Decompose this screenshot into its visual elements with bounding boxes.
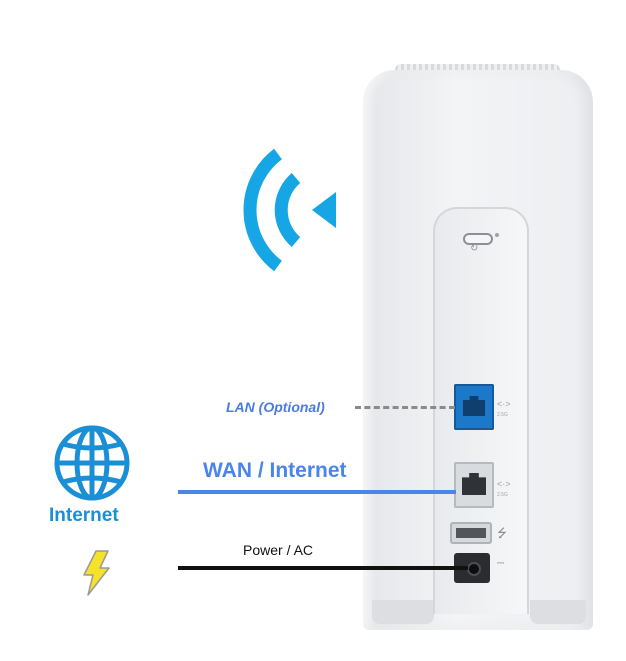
lan-label: LAN (Optional)	[226, 399, 325, 415]
reset-arrow-icon: ↻	[470, 243, 479, 254]
reset-button[interactable]	[463, 233, 493, 245]
router-top-vent	[395, 64, 560, 74]
wan-port-socket	[462, 473, 486, 495]
router-foot-right	[530, 600, 586, 624]
usb-port-slot	[456, 528, 486, 538]
power-label: Power / AC	[243, 542, 314, 558]
wifi-signal-icon	[243, 148, 336, 272]
power-cable	[178, 566, 468, 570]
usb-icon: ⭍	[497, 526, 507, 540]
lan-port-icon: <·>	[497, 399, 511, 409]
globe-icon	[54, 425, 130, 501]
wan-label: WAN / Internet	[203, 459, 347, 482]
dc-icon: ⎓	[497, 558, 505, 568]
wan-cable	[178, 490, 456, 494]
dc-power-pin	[467, 562, 481, 576]
internet-label: Internet	[49, 505, 119, 526]
router-foot-left	[372, 600, 434, 624]
lightning-bolt-icon	[83, 550, 110, 596]
wan-port-speed: 2.5G	[497, 492, 508, 498]
status-led	[495, 233, 499, 237]
lan-cable	[355, 406, 455, 409]
wan-port-icon: <·>	[497, 479, 511, 489]
lan-port-speed: 2.5G	[497, 412, 508, 418]
lan-port-socket	[463, 396, 485, 416]
